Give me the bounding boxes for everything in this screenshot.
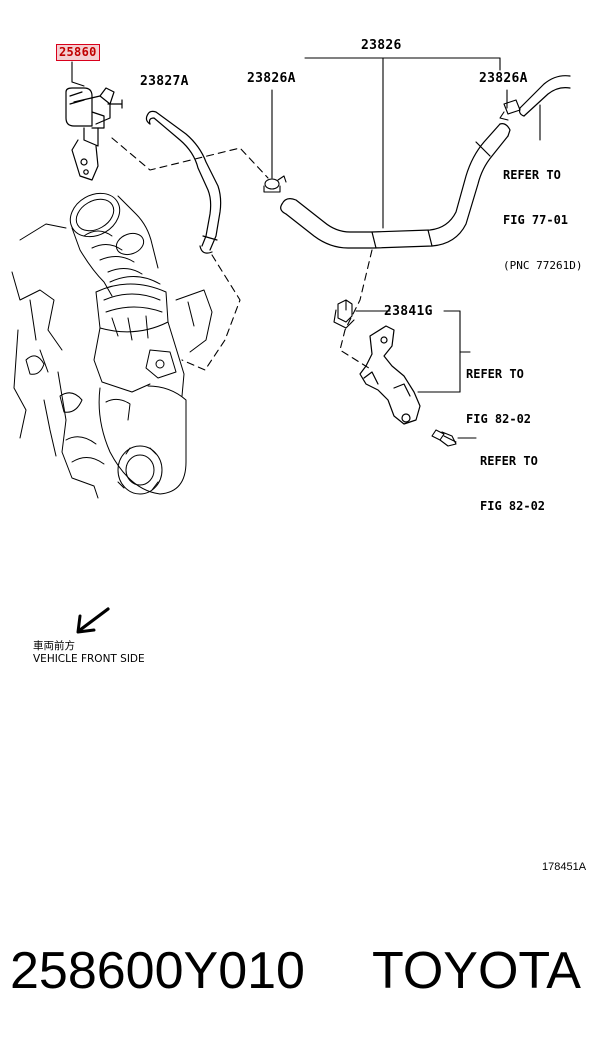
clamp-23826A-right: [499, 99, 521, 121]
reference-refer-text: REFER TO: [466, 367, 524, 381]
reference-refer-text: REFER TO: [503, 168, 561, 182]
illustration-id: 178451A: [542, 861, 587, 873]
reference-fig-82-02-bolt[interactable]: REFER TO FIG 82-02: [480, 424, 545, 529]
vehicle-front-english: VEHICLE FRONT SIDE: [33, 653, 145, 665]
hose-23827A: [145, 110, 222, 254]
vehicle-front-japanese: 車両前方: [33, 640, 75, 652]
vacuum-switching-valve: [65, 87, 123, 181]
reference-pnc-text: (PNC 77261D): [503, 259, 583, 272]
reference-fig-text: FIG 77-01: [503, 213, 569, 227]
caption-part-number: 258600Y010: [10, 942, 305, 1000]
reference-fig-text: FIG 82-02: [466, 412, 532, 426]
vehicle-front-indicator: 車両前方 VEHICLE FRONT SIDE: [33, 640, 145, 666]
part-label-23841G[interactable]: 23841G: [384, 304, 433, 319]
part-label-23826[interactable]: 23826: [361, 38, 402, 53]
reference-fig-77-01[interactable]: REFER TO FIG 77-01 (PNC 77261D): [503, 138, 582, 288]
part-label-23826A-left[interactable]: 23826A: [247, 71, 296, 86]
leader-lines: [71, 57, 541, 439]
vehicle-front-arrow-icon: [76, 607, 110, 634]
caption: 258600Y010 TOYOTA: [0, 938, 600, 1008]
part-label-highlighted[interactable]: 25860: [56, 44, 100, 61]
reference-fig-82-02-bracket[interactable]: REFER TO FIG 82-02: [466, 337, 531, 442]
bolt: [431, 429, 457, 447]
hose-23826: [280, 123, 511, 249]
reference-refer-text: REFER TO: [480, 454, 538, 468]
reference-fig-text: FIG 82-02: [480, 499, 546, 513]
hose-to-fig-77-01: [518, 75, 571, 117]
clip-23841G: [333, 299, 355, 329]
part-label-23826A-right[interactable]: 23826A: [479, 71, 528, 86]
engine-illustration: [11, 192, 213, 499]
part-label-23827A[interactable]: 23827A: [140, 74, 189, 89]
dashed-guide-lines: [111, 137, 373, 371]
caption-brand: TOYOTA: [372, 942, 581, 1000]
clamp-23826A-left: [263, 175, 287, 193]
bracket: [359, 325, 421, 425]
